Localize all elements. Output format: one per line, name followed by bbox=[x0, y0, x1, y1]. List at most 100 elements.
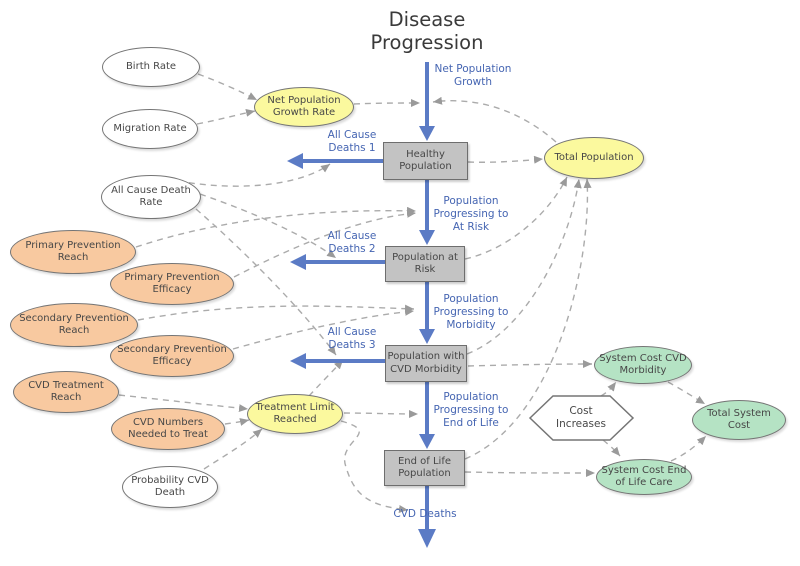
link-at-risk-to-total-population[interactable] bbox=[464, 176, 568, 260]
link-growth-rate-to-net-population-growth[interactable] bbox=[353, 99, 421, 108]
stock-population-at-risk[interactable]: Population at Risk bbox=[385, 246, 465, 282]
node-probability-cvd-death[interactable]: Probability CVD Death bbox=[122, 466, 218, 508]
stock-healthy-population[interactable]: Healthy Population bbox=[383, 142, 468, 180]
flow-label-line: Morbidity bbox=[446, 318, 496, 331]
node-primary-prevention-efficacy[interactable]: Primary Prevention Efficacy bbox=[110, 263, 234, 305]
stock-label: Risk bbox=[414, 264, 436, 275]
node-system-cost-end-of-life-care[interactable]: System Cost End of Life Care bbox=[596, 459, 692, 495]
link-cost-increases-to-system-cost-eol[interactable] bbox=[602, 439, 621, 457]
flow-arrowhead-into-end-of-life bbox=[419, 434, 435, 449]
node-label: Probability CVD bbox=[131, 474, 209, 486]
link-birth-rate-to-growth-rate[interactable] bbox=[197, 73, 258, 101]
node-label: Secondary Prevention bbox=[117, 343, 227, 355]
title-line-2: Progression bbox=[370, 31, 484, 54]
flow-label-line: Deaths 2 bbox=[328, 242, 376, 255]
stock-label: Population with bbox=[387, 351, 465, 363]
node-cvd-treatment-reach[interactable]: CVD Treatment Reach bbox=[13, 371, 119, 413]
link-system-cost-morbidity-to-total-system-cost[interactable] bbox=[667, 381, 706, 405]
link-primary-efficacy-to-at-risk-flow[interactable] bbox=[233, 209, 417, 278]
node-label: Morbidity bbox=[619, 365, 667, 376]
flow-label-line: Progressing to bbox=[433, 207, 509, 220]
node-migration-rate[interactable]: Migration Rate bbox=[102, 109, 198, 149]
node-label: Increases bbox=[556, 418, 606, 430]
node-net-population-growth-rate[interactable]: Net Population Growth Rate bbox=[254, 87, 354, 127]
node-label: Treatment Limit bbox=[255, 401, 335, 413]
link-morbidity-to-system-cost-morbidity[interactable] bbox=[467, 360, 593, 369]
flow-label-all-cause-deaths-2[interactable]: All Cause Deaths 2 bbox=[308, 230, 396, 256]
cost-increases-hexagon[interactable] bbox=[528, 395, 635, 441]
node-label: Primary Prevention bbox=[124, 271, 220, 283]
link-treatment-limit-to-deaths-3[interactable] bbox=[308, 359, 344, 397]
node-cvd-numbers-needed-to-treat[interactable]: CVD Numbers Needed to Treat bbox=[111, 408, 225, 450]
stock-end-of-life-population[interactable]: End of Life Population bbox=[384, 450, 465, 486]
node-birth-rate[interactable]: Birth Rate bbox=[102, 47, 200, 87]
stock-population-with-cvd-morbidity[interactable]: Population with CVD Morbidity bbox=[385, 345, 467, 382]
node-label: Death bbox=[154, 487, 186, 498]
flow-label-line: Population bbox=[443, 293, 499, 305]
link-death-rate-to-deaths-2[interactable] bbox=[199, 193, 337, 259]
flow-arrowhead-cvd-deaths bbox=[418, 529, 436, 548]
link-morbidity-to-total-population[interactable] bbox=[466, 178, 582, 355]
diagram-title: Disease Progression bbox=[347, 8, 507, 54]
link-treatment-limit-to-end-of-life-flow[interactable] bbox=[343, 409, 419, 418]
node-system-cost-cvd-morbidity[interactable]: System Cost CVD Morbidity bbox=[594, 346, 692, 384]
node-cost-increases[interactable]: Cost Increases bbox=[536, 398, 626, 438]
node-label: Secondary Prevention bbox=[19, 312, 129, 324]
node-treatment-limit-reached[interactable]: Treatment Limit Reached bbox=[247, 394, 343, 434]
flow-label-line: Population bbox=[443, 391, 499, 403]
flow-label-line: Deaths 3 bbox=[328, 338, 376, 351]
link-migration-rate-to-growth-rate[interactable] bbox=[196, 108, 256, 125]
node-label: Reach bbox=[58, 325, 90, 336]
flow-label-line: Population bbox=[443, 195, 499, 207]
link-end-of-life-to-system-cost-eol[interactable] bbox=[464, 468, 596, 477]
flow-arrowhead-deaths-1 bbox=[287, 153, 303, 169]
flow-label-line: Growth bbox=[453, 75, 492, 88]
node-total-population[interactable]: Total Population bbox=[544, 137, 644, 179]
node-label: Primary Prevention bbox=[25, 239, 121, 251]
flow-arrowhead-into-morbidity bbox=[419, 329, 435, 344]
flow-label-all-cause-deaths-3[interactable]: All Cause Deaths 3 bbox=[308, 326, 396, 352]
flow-label-cvd-deaths[interactable]: CVD Deaths bbox=[382, 508, 468, 521]
node-label: Efficacy bbox=[152, 356, 192, 367]
flow-label-net-population-growth[interactable]: Net Population Growth bbox=[428, 63, 518, 89]
node-secondary-prevention-reach[interactable]: Secondary Prevention Reach bbox=[10, 303, 138, 347]
node-label: Reached bbox=[273, 414, 317, 425]
flow-arrowhead-deaths-2 bbox=[290, 254, 306, 270]
link-probability-death-to-treatment-limit[interactable] bbox=[203, 428, 263, 470]
node-label: Total Population bbox=[554, 151, 634, 163]
node-total-system-cost[interactable]: Total System Cost bbox=[692, 400, 786, 440]
stock-label: CVD Morbidity bbox=[390, 363, 462, 375]
flow-label-all-cause-deaths-1[interactable]: All Cause Deaths 1 bbox=[308, 129, 396, 155]
stock-label: End of Life bbox=[397, 455, 452, 467]
flow-label-progressing-to-morbidity[interactable]: Population Progressing to Morbidity bbox=[425, 293, 517, 331]
node-label: Reach bbox=[57, 252, 89, 263]
link-secondary-efficacy-to-morbidity-flow[interactable] bbox=[232, 307, 415, 350]
link-death-rate-to-deaths-1[interactable] bbox=[177, 163, 331, 187]
link-treatment-reach-to-treatment-limit[interactable] bbox=[118, 394, 249, 413]
link-total-population-to-net-population-growth[interactable] bbox=[432, 96, 557, 143]
link-secondary-reach-to-morbidity-flow[interactable] bbox=[137, 304, 415, 321]
flow-label-line: Deaths 1 bbox=[328, 141, 376, 154]
flow-label-progressing-to-end-of-life[interactable]: Population Progressing to End of Life bbox=[425, 391, 517, 429]
link-healthy-to-total-population[interactable] bbox=[467, 155, 544, 164]
node-label: CVD Numbers bbox=[132, 416, 204, 428]
node-label: All Cause Death bbox=[111, 184, 191, 196]
node-secondary-prevention-efficacy[interactable]: Secondary Prevention Efficacy bbox=[110, 335, 234, 377]
node-all-cause-death-rate[interactable]: All Cause Death Rate bbox=[101, 175, 201, 219]
link-cost-increases-to-system-cost-morbidity[interactable] bbox=[600, 381, 617, 397]
node-primary-prevention-reach[interactable]: Primary Prevention Reach bbox=[10, 230, 136, 274]
flow-label-line: At Risk bbox=[452, 220, 490, 233]
flow-arrowhead-deaths-3 bbox=[290, 353, 306, 369]
link-treatment-limit-to-cvd-deaths[interactable] bbox=[340, 420, 409, 513]
link-primary-reach-to-at-risk-flow[interactable] bbox=[135, 206, 417, 248]
flow-label-line: All Cause bbox=[327, 129, 377, 141]
node-label: Reach bbox=[50, 392, 82, 403]
node-label: Birth Rate bbox=[125, 60, 177, 72]
link-system-cost-eol-to-total-system-cost[interactable] bbox=[670, 435, 707, 462]
link-numbers-needed-to-treatment-limit[interactable] bbox=[224, 418, 250, 426]
flow-label-progressing-to-at-risk[interactable]: Population Progressing to At Risk bbox=[425, 195, 517, 233]
title-line-1: Disease bbox=[388, 8, 466, 31]
flow-label-line: End of Life bbox=[443, 416, 499, 429]
